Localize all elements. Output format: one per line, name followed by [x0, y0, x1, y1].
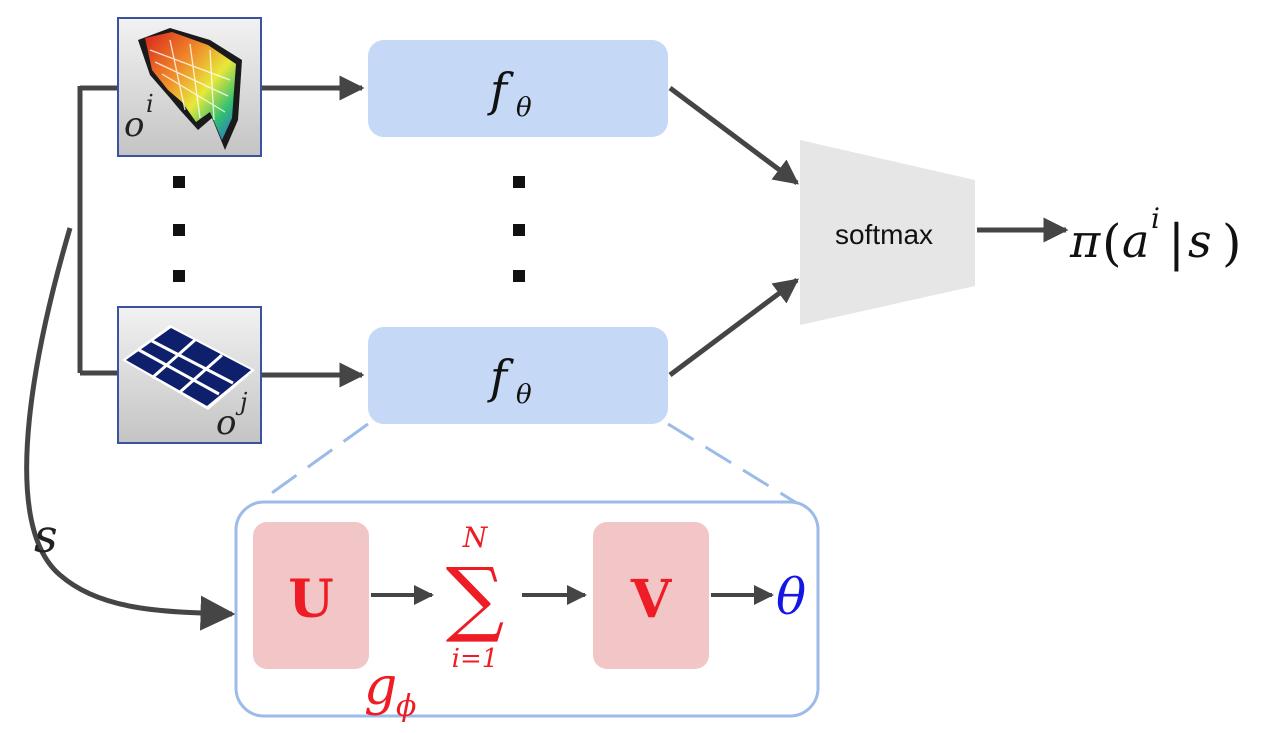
softmax-block: softmax	[800, 140, 975, 325]
expand-line-right	[667, 422, 796, 504]
policy-output: π ( a i | s )	[1069, 202, 1242, 272]
output-s: s	[1188, 214, 1212, 268]
output-bar: |	[1168, 214, 1185, 272]
f-block-bottom: f θ	[368, 327, 668, 424]
output-a-sup: i	[1151, 202, 1160, 235]
state-label: s	[34, 509, 58, 563]
u-label: U	[288, 569, 333, 630]
output-pi: π	[1069, 214, 1101, 268]
output-open-paren: (	[1102, 214, 1122, 272]
g-sub: ϕ	[396, 689, 416, 724]
3d-surface-plot-icon	[138, 28, 242, 150]
grid-panel-icon	[122, 325, 255, 410]
input-connector	[77, 85, 118, 376]
hypernetwork-box: U N ∑ i=1 V θ g ϕ	[234, 500, 820, 724]
observation-top-sup: i	[146, 90, 154, 118]
observation-box-bottom: o j	[117, 306, 262, 444]
sum-symbol: ∑	[446, 551, 505, 646]
softmax-label: softmax	[835, 219, 933, 250]
theta-output: θ	[776, 568, 806, 626]
f-bottom-sub: θ	[516, 380, 532, 410]
v-block: V	[593, 522, 709, 669]
observation-box-top: o i	[117, 17, 262, 157]
summation: N ∑ i=1	[446, 521, 505, 674]
sum-upper: N	[462, 521, 489, 554]
arrow-f-top-to-softmax	[668, 85, 800, 186]
observation-bottom-base: o	[216, 403, 236, 443]
g-base: g	[364, 657, 397, 717]
state-curve-arrow	[24, 227, 236, 631]
output-close-paren: )	[1222, 214, 1242, 272]
ellipsis-middle	[513, 176, 525, 282]
observation-top-base: o	[124, 105, 144, 145]
sum-lower: i=1	[452, 644, 499, 674]
g-phi-label: g ϕ	[364, 657, 416, 724]
expand-line-left	[261, 422, 369, 502]
f-top-sub: θ	[516, 93, 532, 123]
f-block-top: f θ	[368, 40, 668, 137]
v-label: V	[630, 569, 673, 630]
u-block: U	[253, 522, 369, 669]
output-a: a	[1122, 214, 1149, 268]
arrow-f-bottom-to-softmax	[668, 277, 800, 378]
ellipsis-left	[173, 176, 185, 282]
